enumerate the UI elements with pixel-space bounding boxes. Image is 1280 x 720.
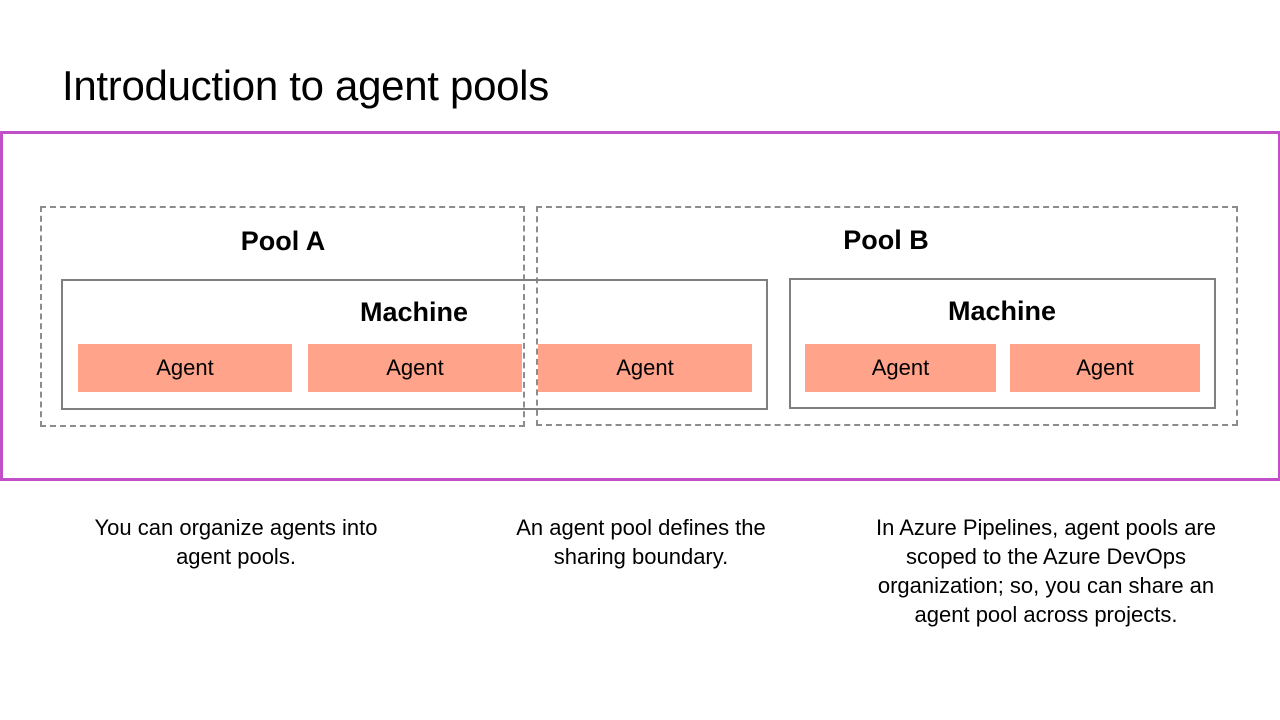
agent-1: Agent <box>78 344 292 392</box>
machine-2-label: Machine <box>947 296 1057 326</box>
agent-3: Agent <box>538 344 752 392</box>
caption-scope: In Azure Pipelines, agent pools are scop… <box>875 515 1216 627</box>
pool-a-label: Pool A <box>240 226 326 256</box>
agent-4: Agent <box>805 344 996 392</box>
agent-5: Agent <box>1010 344 1200 392</box>
agent-2: Agent <box>308 344 522 392</box>
diagram-frame <box>0 131 1280 481</box>
slide-title: Introduction to agent pools <box>62 62 549 109</box>
caption-boundary: An agent pool defines the sharing bounda… <box>516 515 766 569</box>
machine-1-label: Machine <box>359 297 469 327</box>
pool-b-boundary <box>536 206 1238 426</box>
pool-b-label: Pool B <box>843 225 929 255</box>
caption-organize: You can organize agents into agent pools… <box>94 515 378 569</box>
machine-1-box <box>61 279 768 410</box>
pool-a-boundary <box>40 206 525 427</box>
machine-2-box <box>789 278 1216 409</box>
